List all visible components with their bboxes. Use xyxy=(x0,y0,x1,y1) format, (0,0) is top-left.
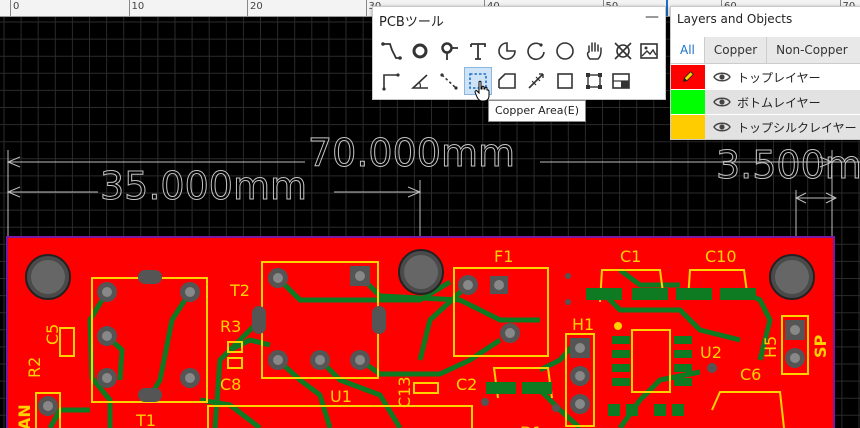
pad-tool[interactable] xyxy=(435,37,463,65)
flip-icon xyxy=(614,42,632,60)
ruler-tick xyxy=(128,0,130,16)
ref-r3: R3 xyxy=(220,317,241,336)
minimize-button[interactable]: — xyxy=(645,9,659,25)
measure-icon xyxy=(528,73,544,89)
ref-d1: D1 xyxy=(520,423,543,428)
route-track-icon xyxy=(381,42,402,60)
layers-panel-title: Layers and Objects xyxy=(677,12,793,26)
ref-an: AN xyxy=(15,404,34,428)
ref-t1: T1 xyxy=(135,411,156,428)
route-track-tool[interactable] xyxy=(377,37,405,65)
pad-icon xyxy=(441,42,458,60)
circle-tool[interactable] xyxy=(551,37,579,65)
mounting-holes xyxy=(25,249,815,300)
ruler-tick-label: 20 xyxy=(250,1,263,12)
ref-u1: U1 xyxy=(330,387,352,406)
ruler-tick xyxy=(365,0,367,16)
angle-icon xyxy=(410,74,428,89)
ref-u2: U2 xyxy=(700,343,722,362)
hand-cursor-icon xyxy=(474,80,490,102)
arc-ccw-icon xyxy=(527,42,545,61)
tooltip: Copper Area(E) xyxy=(488,100,587,122)
ref-f1: F1 xyxy=(494,247,513,266)
layer-color-swatch[interactable] xyxy=(671,65,705,89)
dashed-line-icon xyxy=(440,73,458,90)
image-tool[interactable] xyxy=(635,37,663,65)
ref-c13: C13 xyxy=(395,376,414,408)
ref-r2: R2 xyxy=(25,357,44,378)
via-tool[interactable] xyxy=(406,37,434,65)
ref-c10: C10 xyxy=(705,247,737,266)
ruler-tick-label: 10 xyxy=(131,1,145,12)
select-group-tool[interactable] xyxy=(580,67,608,95)
select-group-icon xyxy=(586,73,602,89)
layer-color-swatch[interactable] xyxy=(671,115,705,139)
layer-name: ボトムレイヤー xyxy=(737,95,821,110)
ruler-tick xyxy=(247,0,248,16)
layer-row-top[interactable]: トップレイヤー xyxy=(671,65,860,89)
image-icon xyxy=(640,43,658,59)
ref-c8: C8 xyxy=(220,375,241,394)
dashed-line-tool[interactable] xyxy=(435,67,463,95)
line-icon xyxy=(382,73,400,91)
angle-tool[interactable] xyxy=(406,67,434,95)
ref-sp: SP xyxy=(811,334,830,358)
arc-tool[interactable] xyxy=(493,37,521,65)
tab-copper[interactable]: Copper xyxy=(705,37,768,63)
ref-c5: C5 xyxy=(43,324,62,345)
tab-non-copper[interactable]: Non-Copper xyxy=(776,43,848,57)
via-icon xyxy=(412,43,428,59)
ref-c1: C1 xyxy=(620,247,641,266)
ruler-tick xyxy=(10,0,11,16)
polygon-tool[interactable] xyxy=(493,67,521,95)
layer-name: トップレイヤー xyxy=(737,70,821,85)
ref-c2: C2 xyxy=(456,375,477,394)
keepout-icon xyxy=(612,73,630,89)
tab-all[interactable]: All xyxy=(671,37,705,63)
ref-h5: H5 xyxy=(761,336,780,358)
pads xyxy=(38,266,805,416)
pan-tool[interactable] xyxy=(580,37,608,65)
eye-icon[interactable] xyxy=(713,96,731,108)
eye-icon[interactable] xyxy=(713,71,731,83)
pcb-tools-panel[interactable]: PCBツール — xyxy=(372,6,666,100)
pencil-icon xyxy=(683,71,694,82)
ref-t2: T2 xyxy=(229,281,250,300)
silkscreen-labels: F1 C1 C10 T2 R3 C5 R2 H1 U2 H5 SP C8 U1 … xyxy=(15,247,830,428)
arc-ccw-tool[interactable] xyxy=(522,37,550,65)
dimension-total-label: 70.000mm xyxy=(308,131,515,175)
circle-icon xyxy=(556,42,574,60)
text-tool[interactable] xyxy=(464,37,492,65)
keepout-tool[interactable] xyxy=(607,67,635,95)
dimension-right-label: 3.500mm xyxy=(716,143,860,187)
text-icon xyxy=(470,43,486,60)
arc-icon xyxy=(498,42,516,60)
rectangle-tool[interactable] xyxy=(551,67,579,95)
layers-panel[interactable]: Layers and Objects All Copper Non-Copper… xyxy=(670,6,860,140)
flip-tool[interactable] xyxy=(609,37,637,65)
eye-icon[interactable] xyxy=(713,121,731,133)
polygon-icon xyxy=(498,73,516,89)
layers-tabs: All Copper Non-Copper xyxy=(671,37,860,64)
ref-h1: H1 xyxy=(572,315,594,334)
pcb-tools-title: PCBツール xyxy=(379,15,444,30)
ruler-tick-label: 0 xyxy=(13,1,20,12)
layer-name: トップシルクレイヤー xyxy=(737,120,857,135)
dimension-half-label: 35.000mm xyxy=(100,164,307,208)
layer-row-top-silk[interactable]: トップシルクレイヤー xyxy=(671,115,860,139)
layer-color-swatch[interactable] xyxy=(671,90,705,114)
dimension-annotations xyxy=(6,150,860,236)
measure-tool[interactable] xyxy=(522,67,550,95)
ref-c6: C6 xyxy=(740,365,761,384)
copper-area-icon xyxy=(469,73,487,89)
ruler-cursor-marker xyxy=(666,0,668,16)
line-tool[interactable] xyxy=(377,67,405,95)
layer-row-bottom[interactable]: ボトムレイヤー xyxy=(671,90,860,114)
rectangle-icon xyxy=(557,73,573,89)
pan-hand-icon xyxy=(586,42,602,60)
